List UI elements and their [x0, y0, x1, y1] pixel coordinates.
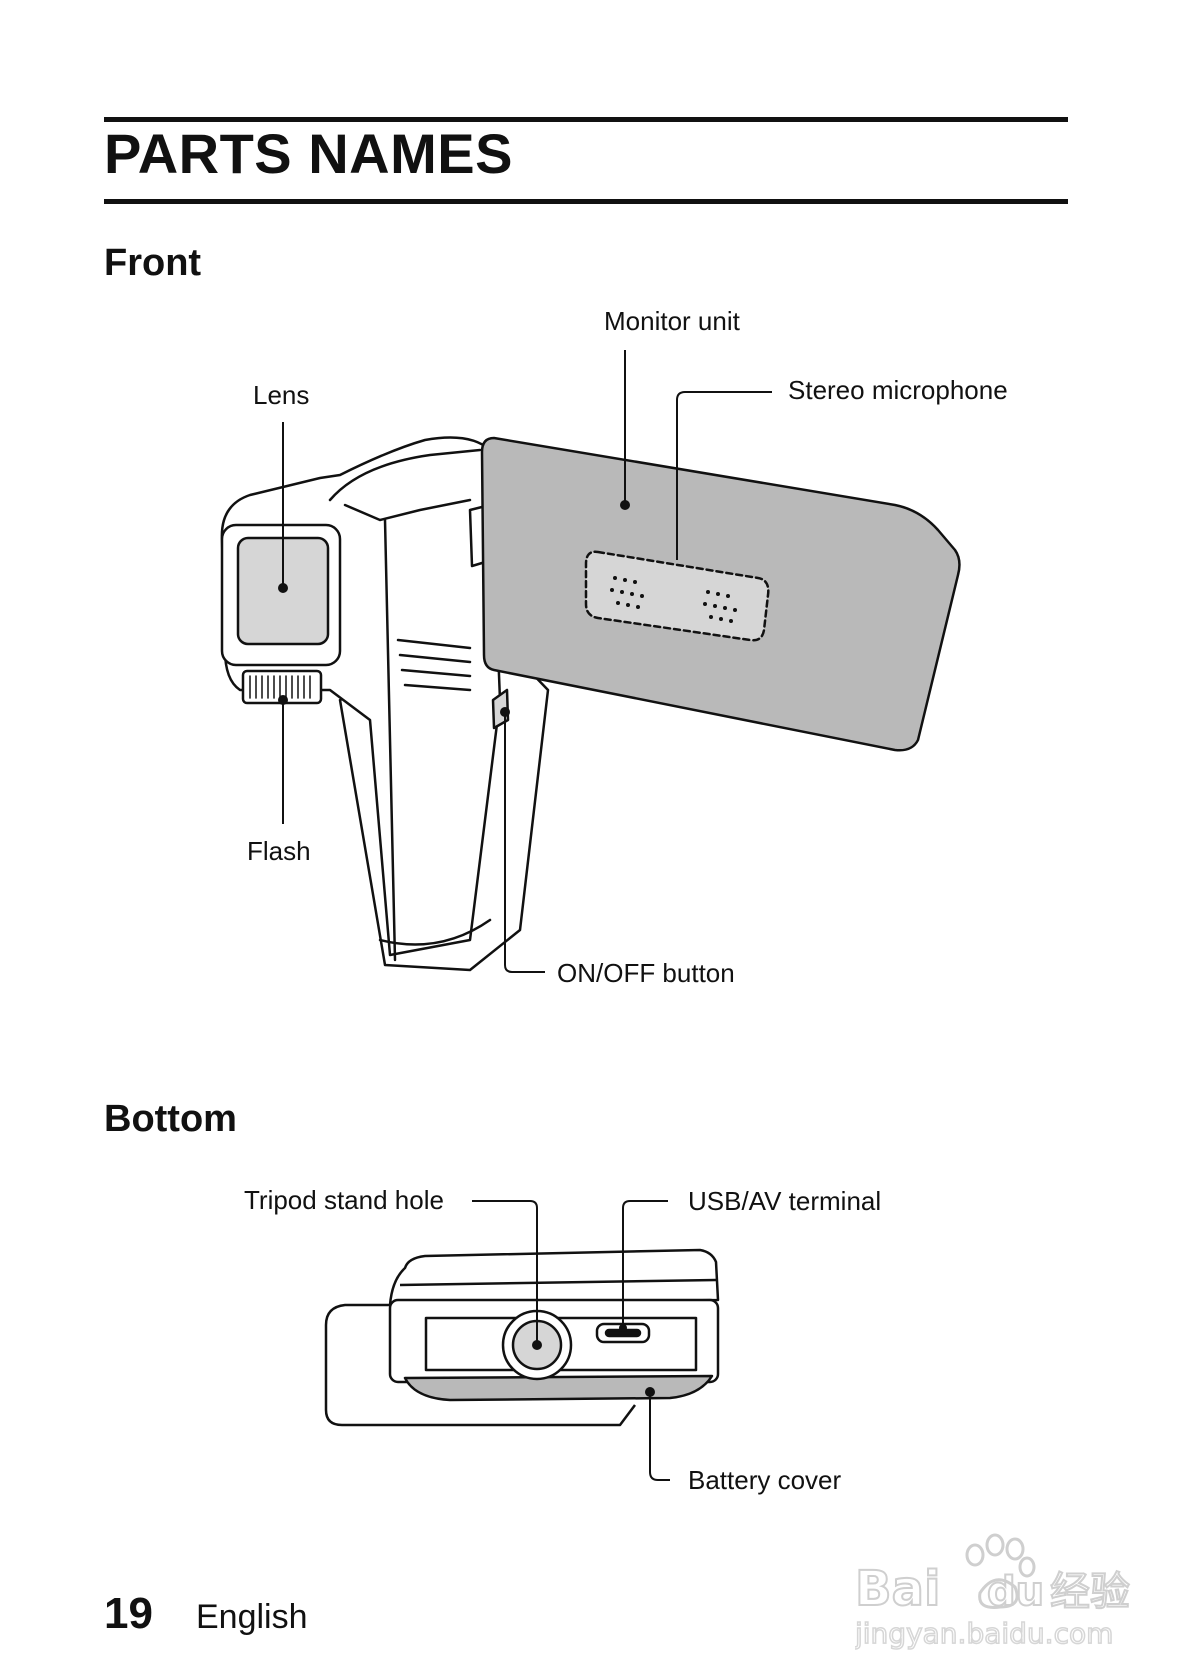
title-bottom-rule — [104, 199, 1068, 204]
label-battery-cover: Battery cover — [688, 1465, 842, 1495]
page-number: 19 — [104, 1589, 153, 1638]
page-language: English — [196, 1598, 308, 1636]
svg-text:du: du — [987, 1569, 1044, 1615]
label-monitor-unit: Monitor unit — [604, 306, 740, 336]
leader-stereo-microphone — [676, 391, 772, 560]
label-flash: Flash — [247, 836, 311, 866]
page-title: PARTS NAMES — [104, 122, 513, 185]
section-heading-bottom: Bottom — [104, 1098, 237, 1140]
battery-cover-shape — [403, 1374, 714, 1402]
leader-on-off — [504, 712, 545, 973]
leader-tripod — [472, 1200, 538, 1345]
leader-battery — [649, 1392, 670, 1481]
label-lens: Lens — [253, 380, 310, 410]
baidu-jingyan-watermark: Bai du 经验 jingyan.baidu.com — [855, 1533, 1131, 1651]
svg-text:jingyan.baidu.com: jingyan.baidu.com — [855, 1617, 1113, 1650]
label-usb-av-terminal: USB/AV terminal — [688, 1186, 882, 1216]
leader-usb-av — [622, 1200, 668, 1328]
svg-text:Bai: Bai — [855, 1561, 940, 1617]
section-heading-front: Front — [104, 242, 202, 284]
front-camera-illustration — [220, 350, 961, 973]
svg-text:经验: 经验 — [1050, 1569, 1130, 1615]
label-on-off-button: ON/OFF button — [557, 958, 735, 988]
bottom-monitor-edge — [388, 1248, 720, 1307]
label-tripod-stand-hole: Tripod stand hole — [244, 1185, 444, 1215]
title-top-rule — [104, 117, 1068, 122]
label-stereo-microphone: Stereo microphone — [788, 375, 1008, 405]
